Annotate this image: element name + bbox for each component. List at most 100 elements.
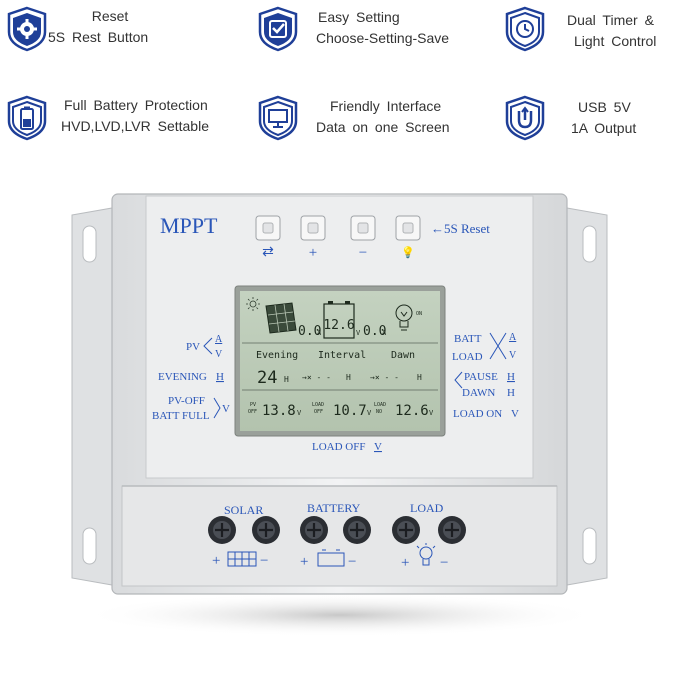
label-batt-a: A [509, 332, 517, 343]
label-evening: EVENING [158, 371, 207, 383]
feature-usb-line1: USB 5V [578, 99, 631, 115]
lcd-load-on-bottom: NO [376, 409, 382, 415]
lcd-pv-unit: A [317, 329, 322, 337]
left-mount-slot-top [82, 225, 97, 263]
label-load-on: LOAD ON [453, 408, 502, 420]
battery-icon [7, 95, 47, 141]
lcd-load-on-unit: V [429, 409, 434, 417]
lcd-load-on-value: 12.6 [395, 403, 429, 419]
lcd-pv-off-unit: V [297, 409, 302, 417]
label-dawn-h: H [507, 387, 515, 399]
button-plus[interactable]: + [300, 215, 326, 261]
label-pv-a: A [215, 334, 223, 345]
button-menu-symbol: ⇄ [262, 245, 274, 260]
feature-setting-line2: Choose-Setting-Save [316, 30, 450, 46]
solar-minus-symbol: − [260, 553, 268, 569]
solar-positive-screw[interactable] [208, 516, 236, 544]
lcd-load-current: 0.0 [363, 324, 386, 339]
lcd-load-off-value: 10.7 [333, 403, 367, 419]
lcd-load-unit: A [382, 329, 387, 337]
button-plus-symbol: + [309, 245, 317, 261]
bulb-icon: 💡 [401, 246, 415, 259]
load-negative-screw[interactable] [438, 516, 466, 544]
label-dawn: DAWN [462, 387, 495, 399]
feature-battery-line1: Full Battery Protection [64, 97, 208, 113]
usb-icon [505, 95, 545, 141]
feature-interface-line2: Data on one Screen [316, 119, 450, 135]
label-load: LOAD [452, 351, 483, 363]
load-positive-screw[interactable] [392, 516, 420, 544]
feature-usb-line2: 1A Output [571, 120, 637, 136]
lcd-pv-off-top: PV [250, 402, 256, 408]
label-pv: PV [186, 341, 200, 353]
feature-timer-line2: Light Control [574, 33, 657, 49]
lcd-load-off-top: LOAD [312, 402, 324, 408]
battery-positive-screw[interactable] [300, 516, 328, 544]
lcd-pv-off-bottom: OFF [248, 409, 257, 415]
lcd-evening-value: 24 [257, 368, 277, 388]
button-light[interactable]: 💡 [395, 215, 421, 259]
lcd-load-off-unit: V [367, 409, 372, 417]
lcd-evening-label: Evening [256, 350, 298, 361]
reset-hint-label: ←5S Reset [431, 221, 490, 236]
feature-setting-line1: Easy Setting [318, 9, 400, 25]
brand-label: MPPT [160, 213, 218, 238]
lcd-pv-current: 0.0 [298, 324, 321, 339]
solar-negative-screw[interactable] [252, 516, 280, 544]
label-load-off: LOAD OFF [312, 441, 365, 453]
right-mount-slot-top [582, 225, 597, 263]
lamp-symbol [416, 543, 436, 566]
label-pause-h: H [507, 371, 515, 383]
feature-timer-line1: Dual Timer & [567, 12, 654, 28]
terminal-label-load: LOAD [410, 501, 444, 515]
label-pause: PAUSE [464, 371, 498, 383]
feature-battery-line2: HVD,LVD,LVR Settable [61, 118, 209, 134]
label-pv-v: V [215, 349, 223, 360]
feature-reset-line1: Reset [91, 8, 129, 24]
terminal-label-battery: BATTERY [307, 501, 361, 515]
lcd-on-label: ON [416, 311, 422, 317]
label-batt-full-v: V [222, 403, 230, 415]
lcd-dawn-label: Dawn [391, 350, 415, 361]
feature-interface-line1: Friendly Interface [330, 98, 442, 114]
solar-plus-symbol: + [212, 553, 220, 569]
lcd-batt-voltage: 12.6 [323, 318, 354, 333]
right-mount-slot-bottom [582, 527, 597, 565]
label-batt-full: BATT FULL [152, 410, 210, 422]
battery-gauge-icon [323, 301, 355, 339]
lcd-interval-value: →× - - [302, 373, 331, 382]
label-pv-off: PV-OFF [168, 395, 205, 407]
label-evening-h: H [216, 371, 224, 383]
load-minus-symbol: − [440, 555, 448, 571]
battery-plus-symbol: + [300, 554, 308, 570]
battery-symbol [317, 549, 345, 567]
lcd-load-on-top: LOAD [374, 402, 386, 408]
lcd-interval-unit: H [346, 373, 351, 382]
feature-reset-line2: 5S Rest Button [48, 29, 149, 45]
check-icon [258, 6, 298, 52]
button-menu[interactable]: ⇄ [255, 215, 281, 260]
lamp-icon [395, 304, 413, 331]
lcd-pv-off-value: 13.8 [262, 403, 296, 419]
gear-icon [7, 6, 47, 52]
battery-minus-symbol: − [348, 554, 356, 570]
label-batt: BATT [454, 333, 482, 345]
sun-icon [246, 297, 260, 311]
terminal-screws [208, 516, 466, 544]
solar-panel-symbol [227, 551, 257, 567]
lcd-evening-unit: H [284, 375, 289, 384]
label-load-off-v: V [374, 441, 382, 453]
left-mount-slot-bottom [82, 527, 97, 565]
button-minus-symbol: − [359, 245, 367, 261]
button-minus[interactable]: − [350, 215, 376, 261]
lcd-interval-label: Interval [318, 350, 366, 361]
monitor-icon [258, 95, 298, 141]
label-load-v: V [509, 350, 517, 361]
solar-panel-icon [265, 302, 297, 334]
battery-negative-screw[interactable] [343, 516, 371, 544]
terminal-block [121, 485, 558, 587]
lcd-load-off-bottom: OFF [314, 409, 323, 415]
floor-shadow [80, 593, 600, 637]
clock-icon [505, 6, 545, 52]
